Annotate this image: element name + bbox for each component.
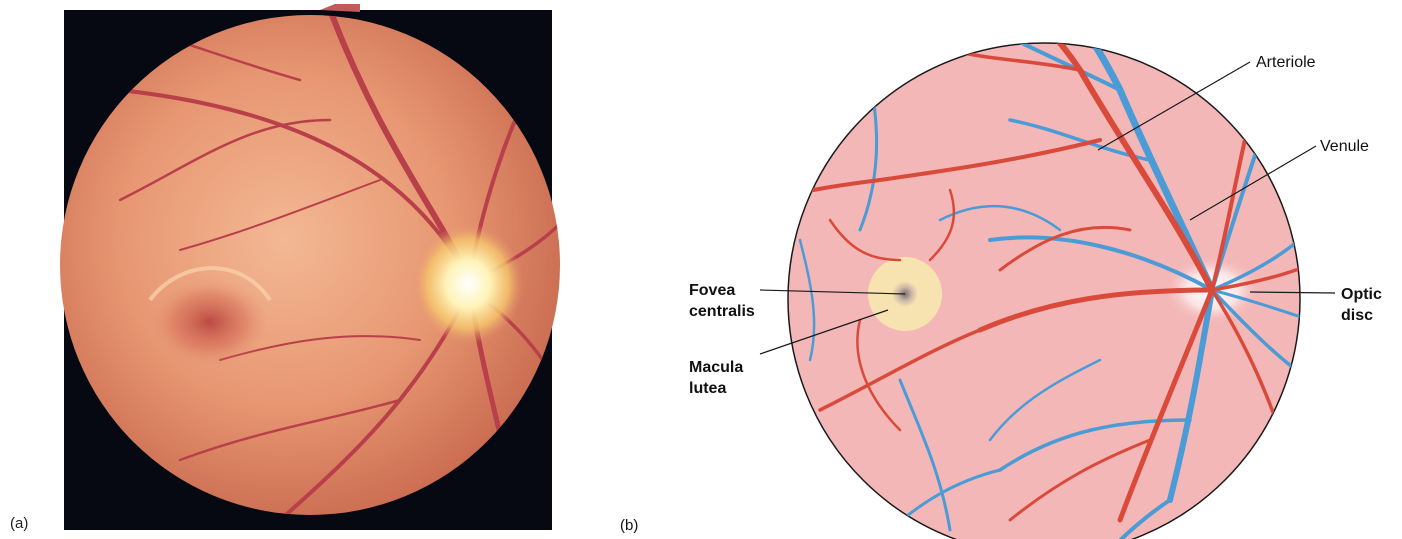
optic-disc-label-line2: disc: [1341, 307, 1373, 324]
arteriole-label: Arteriole: [1256, 54, 1316, 71]
panel-b-letter: (b): [620, 517, 638, 534]
macula-label-line1: Macula: [689, 359, 743, 376]
fovea-label-line1: Fovea: [689, 282, 735, 299]
venule-label: Venule: [1320, 138, 1369, 155]
fovea-label-line2: centralis: [689, 303, 755, 320]
optic-disc-label-line1: Optic: [1341, 286, 1382, 303]
macula-label-line2: lutea: [689, 380, 726, 397]
